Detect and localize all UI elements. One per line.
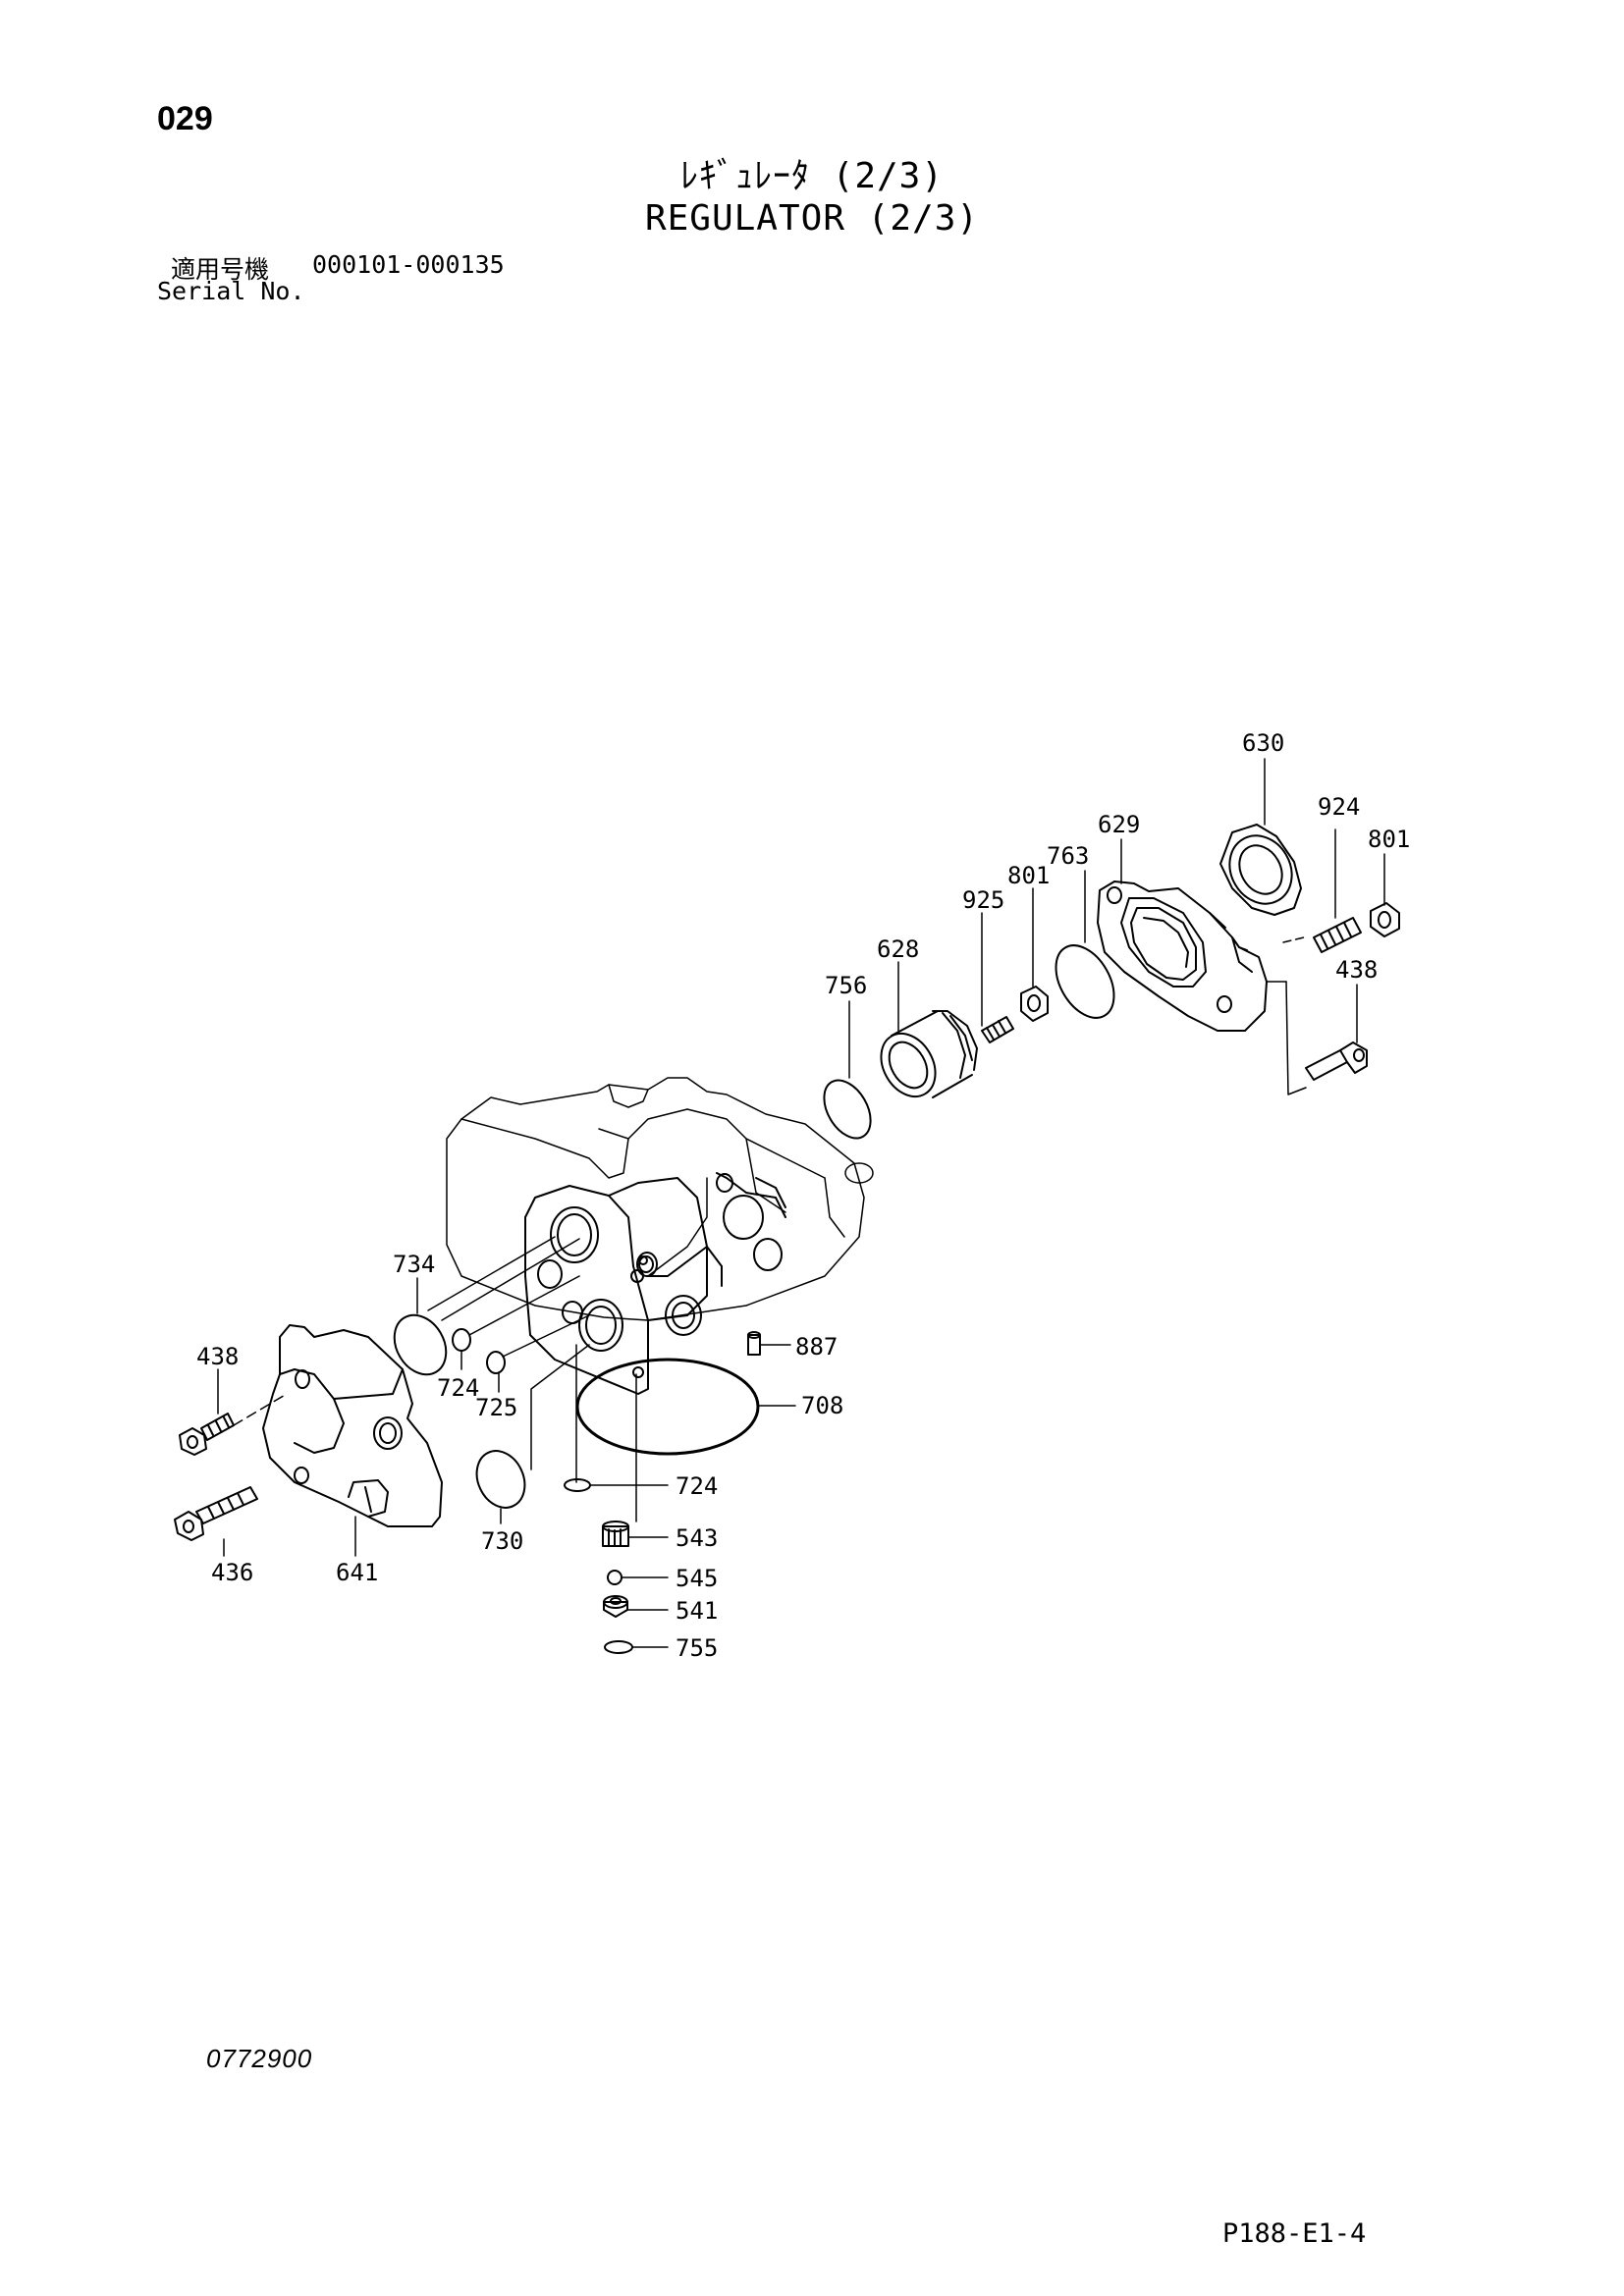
label-801-center: 801	[1007, 862, 1050, 889]
label-629: 629	[1098, 811, 1140, 838]
label-734: 734	[393, 1251, 435, 1278]
label-887: 887	[795, 1333, 838, 1361]
label-925: 925	[962, 886, 1004, 914]
label-730: 730	[481, 1527, 523, 1555]
label-630: 630	[1242, 729, 1284, 757]
o-rings	[393, 944, 1115, 1654]
serial-label-japanese: 適用号機	[171, 255, 270, 284]
small-parts	[174, 902, 1400, 1618]
title-japanese: ﾚｷﾞｭﾚｰﾀ (2/3)	[679, 156, 945, 196]
drawing-number: 0772900	[206, 2044, 313, 2073]
label-543: 543	[676, 1524, 718, 1552]
ring-nut-630	[1219, 824, 1302, 916]
page-code: P188-E1-4	[1222, 2218, 1367, 2249]
label-756: 756	[825, 972, 867, 999]
label-438-left: 438	[196, 1343, 239, 1370]
label-725: 725	[475, 1394, 517, 1421]
label-755: 755	[676, 1634, 718, 1662]
page-number: 029	[157, 100, 213, 137]
label-628: 628	[877, 935, 919, 963]
label-724-bottom: 724	[676, 1472, 718, 1500]
serial-range: 000101-000135	[312, 250, 505, 279]
plug-628	[880, 1010, 978, 1098]
serial-label-english: Serial No.	[157, 277, 305, 305]
cover-641	[262, 1324, 443, 1527]
label-763: 763	[1047, 842, 1089, 870]
title-english: REGULATOR (2/3)	[644, 198, 980, 239]
part-labels: 630 924 801 629 763 801 925 628 438 756 …	[196, 729, 1410, 1662]
label-545: 545	[676, 1565, 718, 1592]
label-438-right: 438	[1335, 956, 1378, 984]
label-641: 641	[336, 1559, 378, 1586]
label-436: 436	[211, 1559, 253, 1586]
cover-629	[1097, 881, 1268, 1032]
regulator-body-outline	[446, 1077, 874, 1321]
regulator-body-front-face	[524, 1172, 786, 1395]
label-541: 541	[676, 1597, 718, 1625]
label-801-right: 801	[1368, 826, 1410, 853]
label-924: 924	[1318, 793, 1360, 821]
label-708: 708	[801, 1392, 843, 1419]
label-724-left: 724	[437, 1374, 479, 1402]
leader-lines	[217, 758, 1385, 1648]
